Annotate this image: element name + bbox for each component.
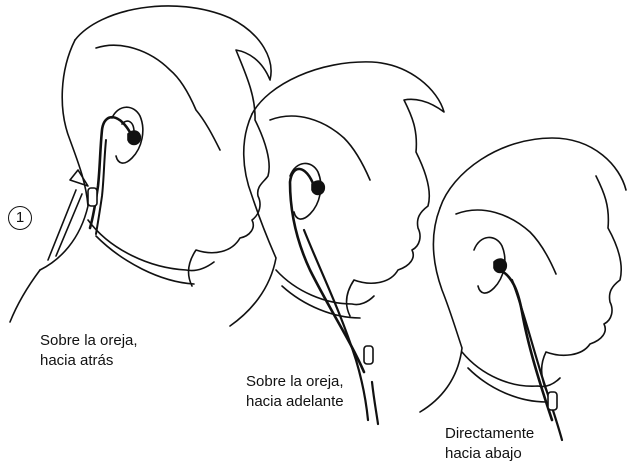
caption-line: Directamente bbox=[445, 425, 535, 442]
head-2-cable-3 bbox=[370, 380, 380, 426]
head-straight-down bbox=[419, 137, 627, 442]
caption-line: hacia adelante bbox=[246, 393, 344, 410]
head-1-outline bbox=[74, 5, 272, 287]
caption-over-ear-backward: Sobre la oreja, hacia atrás bbox=[40, 331, 138, 371]
caption-line: Sobre la oreja, bbox=[246, 373, 344, 390]
head-1-cable bbox=[88, 115, 134, 230]
head-1-collar-inner bbox=[95, 235, 195, 285]
head-1-back bbox=[39, 39, 89, 271]
head-2-back bbox=[229, 113, 277, 327]
head-over-ear-backward bbox=[9, 5, 272, 323]
head-3-earbud bbox=[493, 258, 508, 274]
head-2-cable-slider bbox=[363, 345, 374, 365]
caption-line: Sobre la oreja, bbox=[40, 332, 138, 349]
step-number-badge: 1 bbox=[8, 206, 32, 230]
head-1-cable-slider bbox=[87, 187, 98, 207]
head-1-ear bbox=[111, 106, 144, 164]
head-3-cable-slider bbox=[547, 391, 558, 411]
head-2-cable-2 bbox=[302, 228, 370, 422]
head-3-cable bbox=[498, 268, 554, 422]
head-3-collar-inner bbox=[467, 367, 547, 403]
arrow-up-icon bbox=[47, 169, 89, 261]
head-2-collar-inner bbox=[281, 285, 361, 319]
head-2-earbud bbox=[311, 180, 326, 196]
caption-line: hacia abajo bbox=[445, 445, 522, 462]
head-1-shoulder bbox=[9, 269, 41, 323]
head-3-hairline bbox=[455, 209, 557, 275]
caption-straight-down: Directamente hacia abajo bbox=[445, 424, 534, 464]
arrow-up-shaft-2 bbox=[55, 193, 83, 257]
caption-over-ear-forward: Sobre la oreja, hacia adelante bbox=[246, 372, 344, 412]
head-2-collar bbox=[275, 269, 375, 306]
head-3-collar bbox=[461, 351, 561, 388]
head-1-hairline bbox=[95, 44, 221, 151]
head-2-outline bbox=[251, 61, 445, 317]
head-2-cable bbox=[288, 167, 366, 374]
head-over-ear-forward bbox=[229, 61, 445, 426]
head-3-outline bbox=[439, 137, 627, 391]
head-3-back bbox=[419, 207, 463, 413]
caption-line: hacia atrás bbox=[40, 352, 114, 369]
head-1-cable-2 bbox=[95, 139, 107, 235]
head-3-cable-2 bbox=[510, 278, 564, 442]
head-2-hairline bbox=[269, 115, 371, 181]
head-1-collar bbox=[87, 219, 215, 272]
